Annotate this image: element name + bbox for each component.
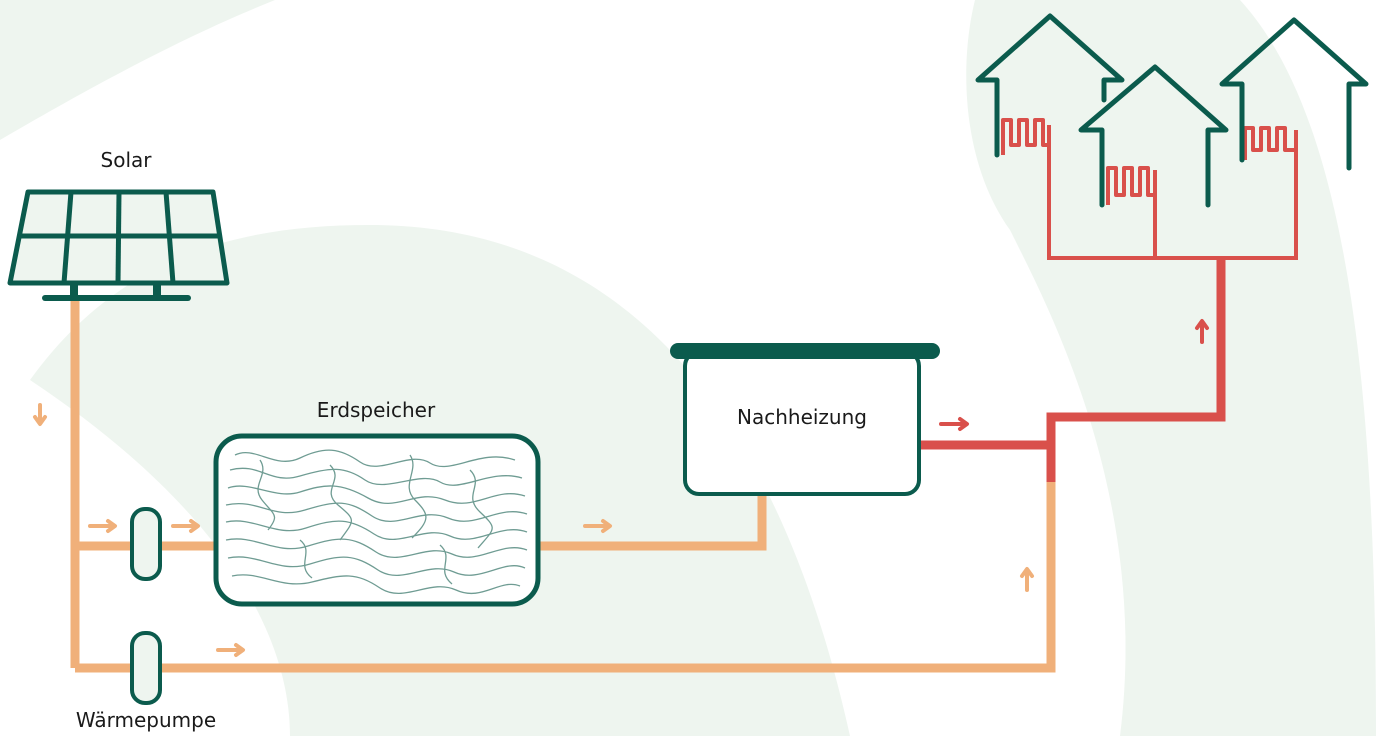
ground-storage-icon (213, 433, 541, 607)
background-shape-top-left (0, 0, 275, 140)
house-icon (1078, 64, 1229, 208)
pipe-pump-to-network (75, 482, 1056, 673)
arrow-right-icon (171, 519, 200, 533)
background-shape-right (966, 0, 1376, 736)
solar-label: Solar (100, 148, 152, 172)
hot-pipes (918, 258, 1226, 482)
pipe-storage-to-heater (535, 496, 767, 551)
solar-panel-icon (7, 189, 230, 301)
arrow-right-icon (939, 417, 969, 431)
arrow-up-icon (1195, 319, 1209, 344)
house-icon (975, 13, 1125, 158)
waermepumpe-label: Wärmepumpe (75, 708, 217, 732)
arrow-right-icon (88, 519, 117, 533)
storage-texture (225, 449, 528, 595)
flow-arrows (33, 319, 1209, 657)
arrow-up-icon (1020, 567, 1034, 592)
pump-icon (130, 631, 162, 705)
pipe-riser (1046, 258, 1226, 482)
nachheizung-label: Nachheizung (737, 405, 867, 429)
house-distribution-pipes (1047, 125, 1298, 260)
arrow-down-icon (33, 403, 47, 426)
house-icon (1219, 17, 1369, 171)
heater-tank-icon (670, 343, 940, 496)
arrow-right-icon (583, 519, 612, 533)
houses (975, 13, 1369, 208)
arrow-right-icon (216, 643, 245, 657)
erdspeicher-label: Erdspeicher (316, 398, 436, 422)
pump-icon (130, 507, 162, 581)
radiator-icons (1001, 118, 1296, 205)
